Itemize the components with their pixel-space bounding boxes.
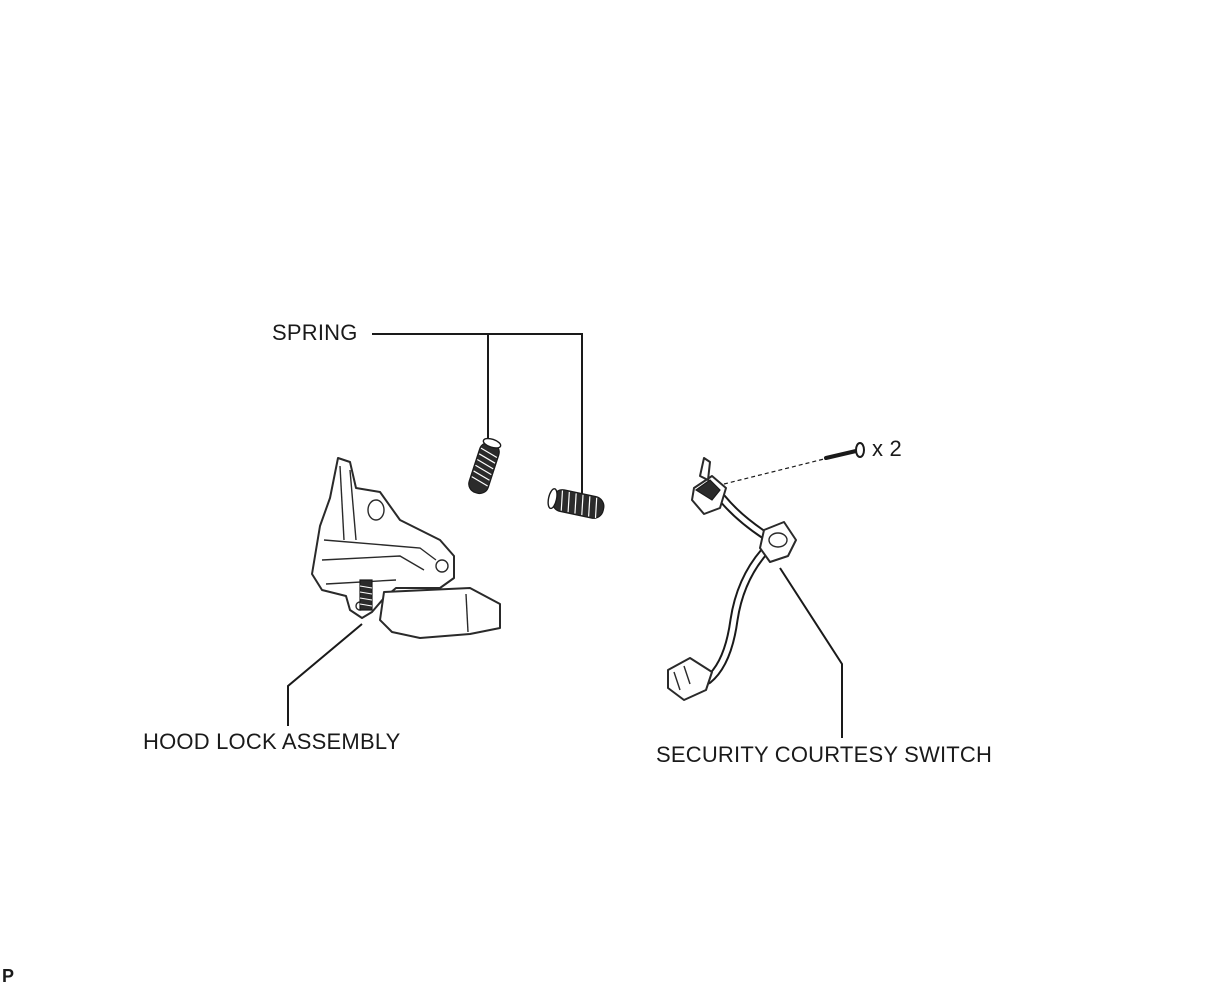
screw-illustration	[723, 442, 865, 485]
hood-lock-assembly-label: HOOD LOCK ASSEMBLY	[143, 729, 401, 754]
security-courtesy-switch-label: SECURITY COURTESY SWITCH	[656, 742, 993, 767]
screw-quantity-label: x 2	[872, 436, 902, 461]
spring-illustration	[547, 488, 605, 519]
hood-lock-illustration	[311, 457, 501, 639]
hood-lock-leader-line	[287, 623, 363, 726]
spring-leader-lines	[372, 333, 583, 502]
spring-label: SPRING	[272, 320, 358, 345]
courtesy-switch-illustration	[667, 457, 797, 701]
spring-illustration	[468, 437, 502, 495]
switch-leader-line	[779, 567, 843, 738]
corner-mark: P	[2, 966, 15, 986]
